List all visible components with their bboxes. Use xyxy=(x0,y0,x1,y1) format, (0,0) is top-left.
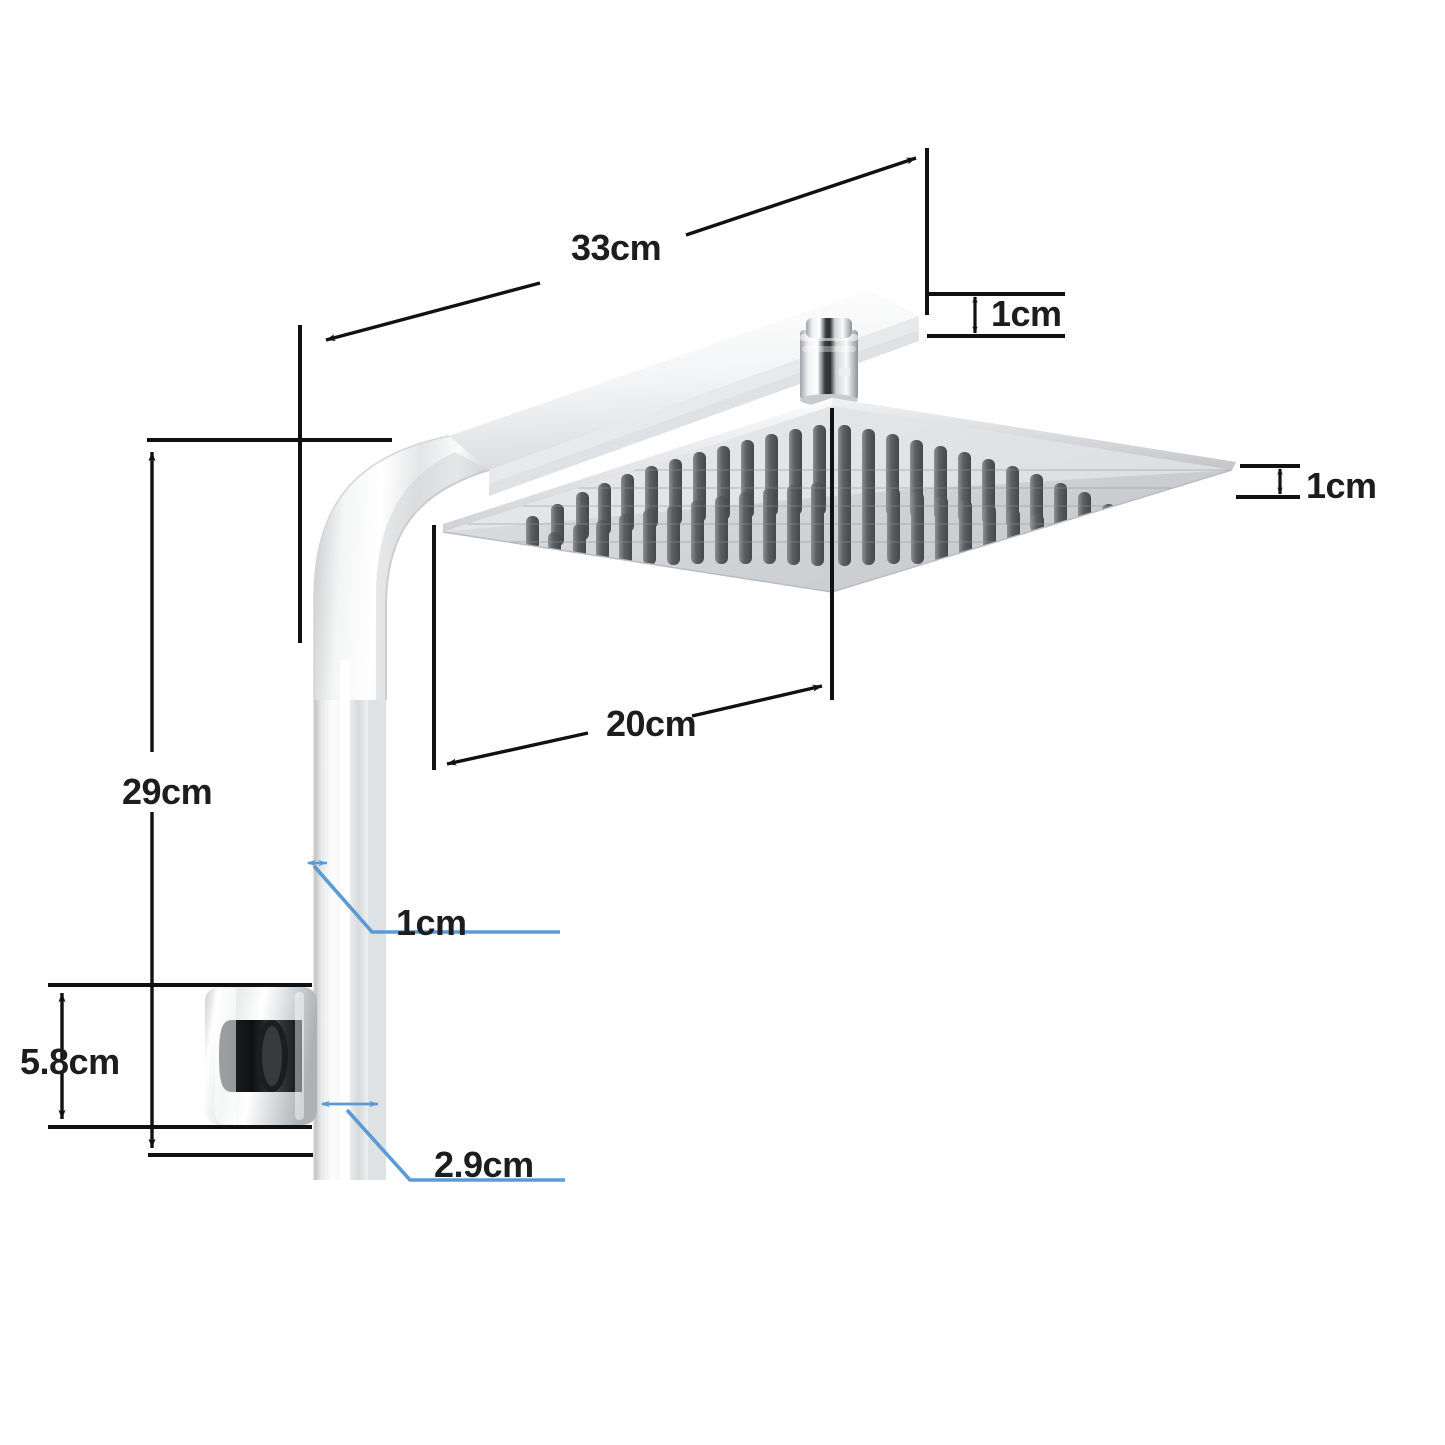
callout-leader-1cm-arm xyxy=(312,864,560,934)
dim-arrow-33cm-right xyxy=(685,156,917,237)
label-5-8cm: 5.8cm xyxy=(20,1041,120,1082)
dim-arrow-33cm-left xyxy=(325,281,541,342)
product-illustration xyxy=(313,290,1236,1180)
label-29cm: 29cm xyxy=(122,771,212,812)
label-1cm-arm-depth: 1cm xyxy=(396,902,467,943)
label-20cm: 20cm xyxy=(606,703,696,744)
label-33cm: 33cm xyxy=(571,227,661,268)
chrome-swivel-nut xyxy=(800,318,858,406)
rectangular-wall-mount-plate xyxy=(205,987,317,1125)
label-1cm-arm-plate: 1cm xyxy=(991,293,1062,334)
dimension-annotations xyxy=(48,148,1300,1157)
callout-leader-29cm-arm xyxy=(345,1108,565,1182)
label-1cm-head: 1cm xyxy=(1306,465,1377,506)
callout-annotations xyxy=(306,859,565,1182)
dim-arrow-20cm-left xyxy=(446,731,589,766)
label-2-9cm: 2.9cm xyxy=(434,1144,534,1185)
square-rain-shower-head xyxy=(442,398,1236,593)
dimension-labels: 33cm 1cm 1cm 20cm 29cm 1cm 2.9cm 5.8cm xyxy=(20,227,1377,1185)
dim-arrow-20cm-right xyxy=(691,684,823,718)
head-edge-back-right xyxy=(832,398,1236,470)
head-edge-back-left xyxy=(443,398,832,532)
